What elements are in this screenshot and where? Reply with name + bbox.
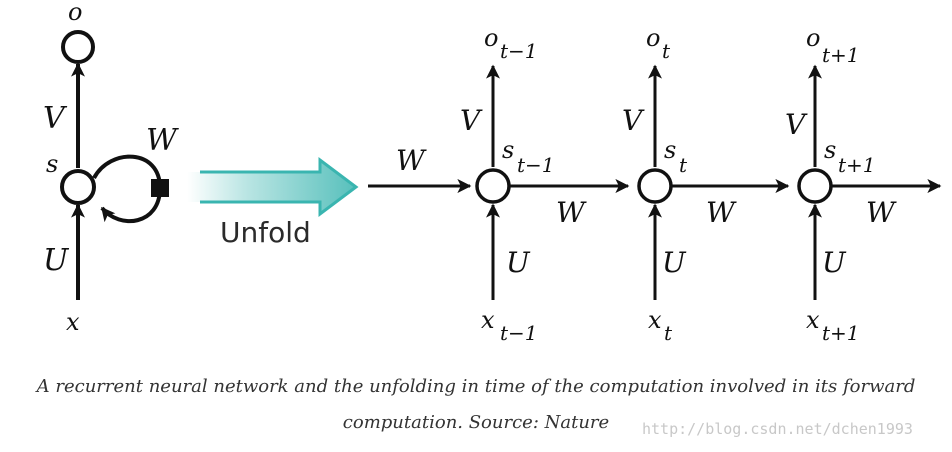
rolled-v-label: V: [43, 101, 68, 136]
state-node: [637, 168, 673, 204]
rolled-recurrent-loop: [92, 154, 163, 224]
w-label: W: [866, 196, 897, 229]
output-subscript: t: [662, 39, 671, 63]
input-subscript: t+1: [822, 321, 860, 345]
state-label: s: [664, 136, 676, 164]
rolled-u-label: U: [43, 243, 70, 278]
input-subscript: t: [664, 321, 673, 345]
rolled-state-node: [60, 169, 96, 205]
output-subscript: t−1: [500, 39, 538, 63]
rolled-output-node: [61, 30, 95, 64]
rolled-state-label: s: [46, 150, 58, 178]
rolled-delay-square: [151, 179, 169, 197]
time-step: o t V s t U x t W: [622, 24, 790, 345]
state-subscript: t−1: [517, 153, 555, 177]
rolled-input-label: x: [66, 308, 80, 336]
u-label: U: [822, 246, 847, 279]
incoming-w-label: W: [396, 144, 427, 177]
caption-line-1: A recurrent neural network and the unfol…: [36, 376, 916, 397]
v-label: V: [460, 104, 483, 137]
input-label: x: [481, 306, 495, 334]
state-node: [475, 168, 511, 204]
state-label: s: [824, 136, 836, 164]
w-label: W: [706, 196, 737, 229]
watermark: http://blog.csdn.net/dchen1993: [642, 420, 913, 438]
output-label: o: [646, 24, 660, 52]
unrolled-rnn: W o t−1 V s t−1 U x t−1 W o t V s t: [368, 24, 942, 345]
state-node: [797, 168, 833, 204]
unfold-arrow-outline: [200, 157, 359, 217]
rolled-output-label: o: [68, 0, 82, 26]
u-label: U: [506, 246, 531, 279]
input-label: x: [806, 306, 820, 334]
unfold-label: Unfold: [220, 216, 311, 249]
v-label: V: [622, 104, 645, 137]
time-step: o t+1 V s t+1 U x t+1 W: [785, 24, 942, 345]
caption-line-2: computation. Source: Nature: [342, 412, 610, 433]
rolled-rnn: o V s W U x: [43, 0, 179, 336]
output-subscript: t+1: [822, 43, 860, 67]
time-step: o t−1 V s t−1 U x t−1 W: [460, 24, 630, 345]
state-subscript: t: [679, 153, 688, 177]
u-label: U: [662, 246, 687, 279]
output-label: o: [484, 24, 498, 52]
state-label: s: [502, 136, 514, 164]
rolled-w-label: W: [146, 123, 179, 158]
unfold-arrow: Unfold: [187, 157, 359, 249]
input-subscript: t−1: [500, 321, 538, 345]
rnn-diagram: o V s W U x Unfold W o t−1 V s t−1 U: [43, 0, 942, 345]
w-label: W: [556, 196, 587, 229]
output-label: o: [806, 24, 820, 52]
v-label: V: [785, 108, 808, 141]
input-label: x: [648, 306, 662, 334]
state-subscript: t+1: [838, 153, 876, 177]
